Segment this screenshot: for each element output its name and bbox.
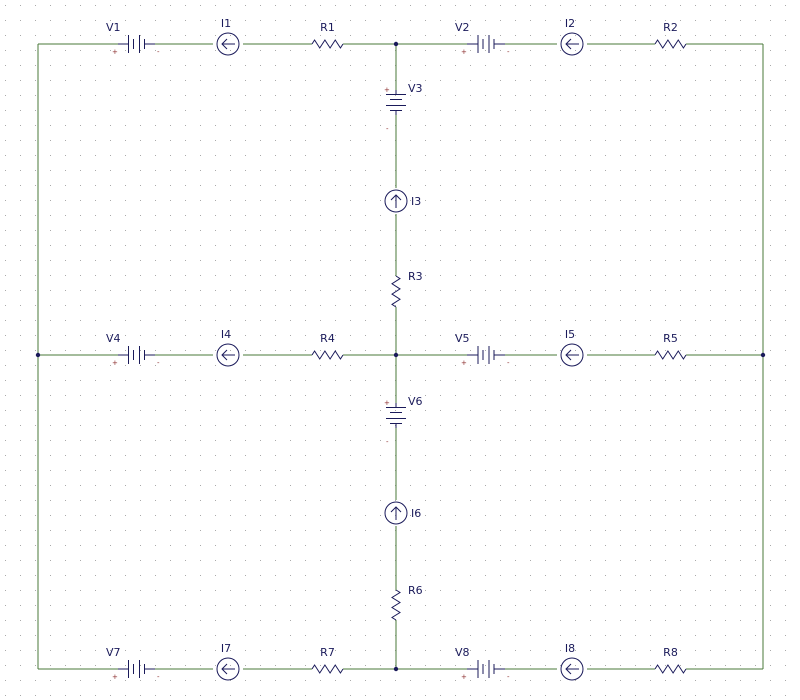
battery-V1: V1 + - [106, 21, 160, 56]
polarity-plus: + [112, 359, 118, 367]
junction-dot [393, 352, 399, 358]
resistor-R8: R8 [654, 646, 687, 674]
component-label: V2 [455, 21, 470, 34]
polarity-minus: - [386, 438, 389, 446]
battery-V7: V7 + - [106, 646, 160, 681]
junction-dot [393, 666, 399, 672]
resistor-R2: R2 [654, 21, 687, 49]
component-label: I8 [565, 642, 575, 655]
component-label: I3 [411, 195, 421, 208]
component-label: I7 [221, 642, 231, 655]
component-label: V3 [408, 82, 423, 95]
junctions [35, 41, 766, 672]
resistor-vertical-R6: R6 [391, 584, 423, 621]
polarity-minus: - [157, 48, 160, 56]
resistor-vertical-R3: R3 [391, 270, 423, 308]
component-label: I1 [221, 17, 231, 30]
component-label: I6 [411, 507, 421, 520]
resistor-R5: R5 [654, 332, 687, 360]
polarity-plus: + [112, 48, 118, 56]
isource-left-I2: I2 [560, 17, 584, 56]
isource-left-I7: I7 [216, 642, 240, 681]
component-label: V1 [106, 21, 121, 34]
component-label: R5 [663, 332, 678, 345]
component-label: V5 [455, 332, 470, 345]
component-label: R1 [320, 21, 335, 34]
component-label: I2 [565, 17, 575, 30]
component-label: R2 [663, 21, 678, 34]
component-label: I5 [565, 328, 575, 341]
polarity-plus: + [112, 673, 118, 681]
polarity-plus: + [384, 86, 390, 94]
isource-left-I4: I4 [216, 328, 240, 367]
junction-dot [760, 352, 766, 358]
polarity-minus: - [507, 673, 510, 681]
battery-V4: V4 + - [106, 332, 160, 367]
isource-left-I1: I1 [216, 17, 240, 56]
isource-up-I3: I3 [384, 189, 421, 213]
component-label: V4 [106, 332, 121, 345]
battery-V5: V5 + - [455, 332, 510, 367]
resistor-R1: R1 [311, 21, 344, 49]
junction-dot [35, 352, 41, 358]
isource-up-I6: I6 [384, 501, 421, 525]
polarity-plus: + [461, 359, 467, 367]
polarity-minus: - [386, 125, 389, 133]
junction-dot [393, 41, 399, 47]
resistor-R4: R4 [311, 332, 344, 360]
polarity-minus: - [507, 48, 510, 56]
wires [37, 43, 764, 670]
component-label: R3 [408, 270, 423, 283]
battery-V2: V2 + - [455, 21, 510, 56]
component-label: R4 [320, 332, 335, 345]
polarity-minus: - [157, 359, 160, 367]
component-label: R6 [408, 584, 423, 597]
resistor-R7: R7 [311, 646, 344, 674]
polarity-minus: - [157, 673, 160, 681]
component-label: V7 [106, 646, 121, 659]
polarity-minus: - [507, 359, 510, 367]
isource-left-I5: I5 [560, 328, 584, 367]
battery-V8: V8 + - [455, 646, 510, 681]
battery-vertical-V6: V6 + - [384, 395, 423, 446]
battery-vertical-V3: V3 + - [384, 82, 423, 133]
grid-dots [5, 5, 786, 696]
component-label: V6 [408, 395, 423, 408]
polarity-plus: + [384, 399, 390, 407]
component-label: I4 [221, 328, 231, 341]
component-label: V8 [455, 646, 470, 659]
component-label: R8 [663, 646, 678, 659]
isource-left-I8: I8 [560, 642, 584, 681]
polarity-plus: + [461, 48, 467, 56]
component-label: R7 [320, 646, 335, 659]
polarity-plus: + [461, 673, 467, 681]
